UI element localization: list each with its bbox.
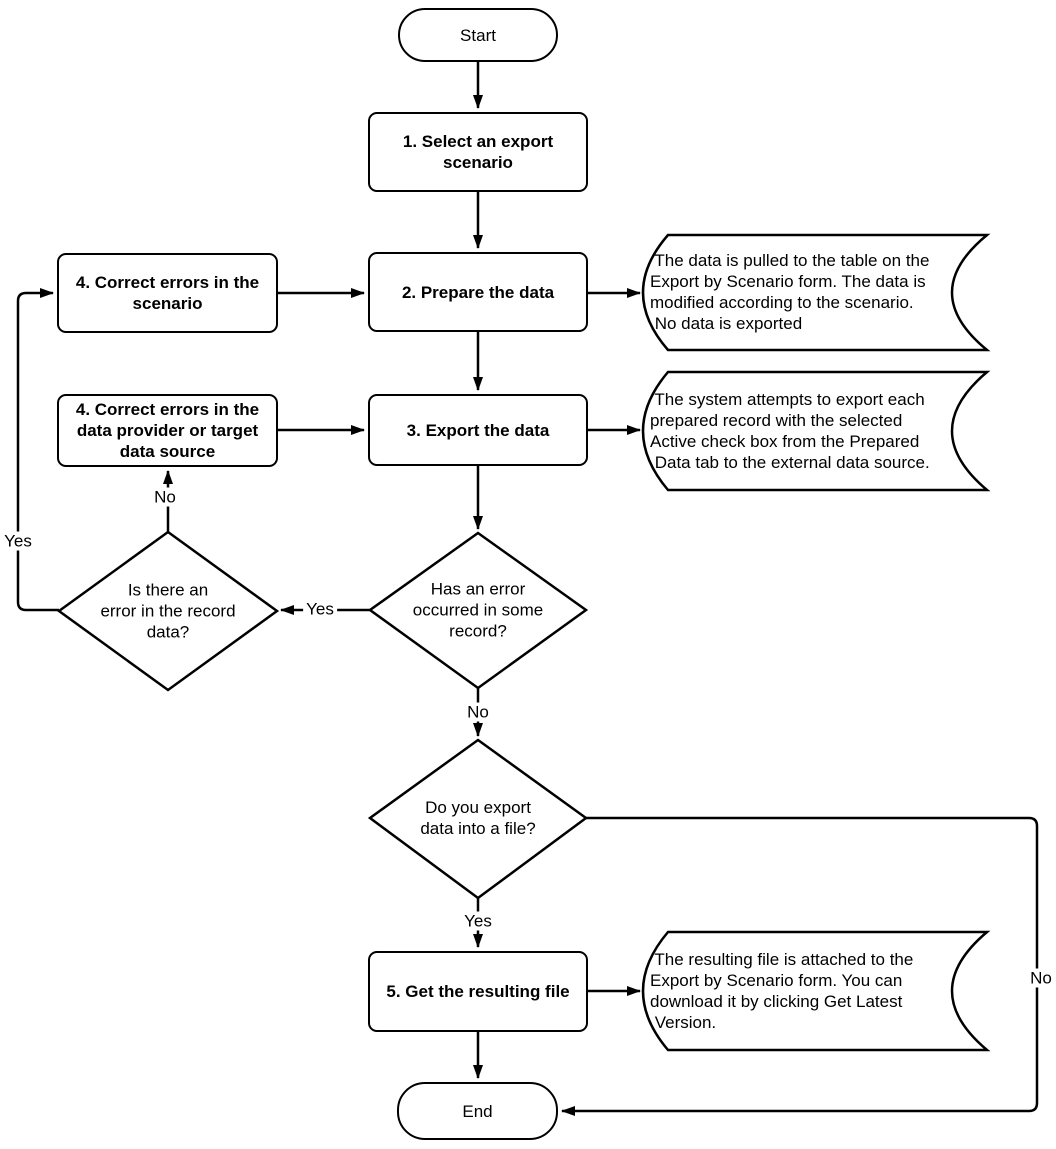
decision-error-occurred-label: Has an error occurred in some record? [412,579,544,641]
node-step1-label: 1. Select an export scenario [402,132,554,172]
node-step2-label: 2. Prepare the data [401,282,555,302]
decision-export-to-file-label: Do you export data into a file? [420,798,536,838]
edge-label-decision3-no: No [1027,968,1055,988]
node-step4a-correct-scenario: 4. Correct errors in the scenario [57,253,278,333]
annotation-prepare-note-shape [641,233,991,352]
edge-label-decision1-yes: Yes [303,599,337,619]
annotation-file-note-text: The resulting file is attached to the Ex… [650,950,914,1032]
node-step4b-label: 4. Correct errors in the data provider o… [75,400,260,461]
node-step5-label: 5. Get the resulting file [386,982,570,1001]
node-start: Start [398,8,558,62]
node-step3-export-data: 3. Export the data [368,394,588,466]
node-step3-label: 3. Export the data [406,420,550,440]
annotation-file-note-shape [641,930,991,1052]
node-end: End [397,1082,558,1140]
node-step4a-label: 4. Correct errors in the scenario [75,273,260,313]
edge-label-decision3-yes: Yes [461,911,495,931]
edge-label-decision2-yes: Yes [1,531,35,551]
node-step5-get-file: 5. Get the resulting file [368,951,588,1032]
edge-label-decision2-no: No [151,487,179,507]
node-start-label: Start [460,25,496,45]
decision-error-in-record-label: Is there an error in the record data? [100,580,236,642]
node-end-label: End [462,1101,493,1121]
edge-decision2-yes-to-step4a [16,288,59,612]
edge-label-decision1-no: No [464,702,492,722]
edge-decision3-no-to-end [561,816,1039,1116]
annotation-prepare-note-text: The data is pulled to the table on the E… [650,251,930,333]
decision-export-to-file-shape [367,738,589,900]
node-step2-prepare-data: 2. Prepare the data [368,252,588,332]
decision-error-in-record-shape [56,530,280,692]
node-step1-select-scenario: 1. Select an export scenario [368,112,588,192]
annotation-export-note-text: The system attempts to export each prepa… [650,390,930,472]
annotation-export-note-shape [641,370,991,492]
decision-error-occurred-shape [367,531,589,690]
node-step4b-correct-provider: 4. Correct errors in the data provider o… [57,394,278,467]
